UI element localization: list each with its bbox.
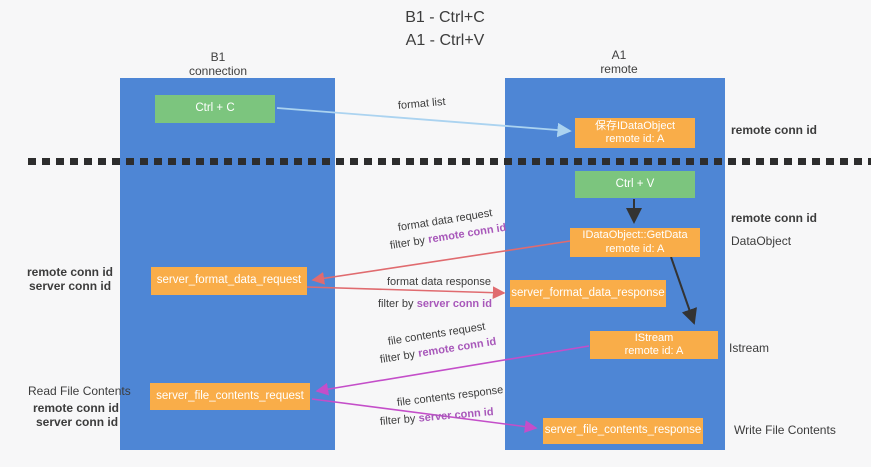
dataobject-label: DataObject: [731, 234, 792, 248]
istream-side-label: Istream: [729, 341, 770, 355]
server-format-data-request-label: server_format_data_request: [156, 274, 302, 287]
server-format-data-request-box: server_format_data_request: [151, 267, 307, 295]
server-file-contents-response-box: server_file_contents_response: [543, 418, 703, 444]
lane-a1-subtitle: remote: [600, 61, 638, 76]
lane-header-b1: B1 connection: [128, 50, 308, 79]
left-server-conn-id-1: server conn id: [29, 279, 112, 293]
istream-box: IStream remote id: A: [590, 331, 718, 359]
ctrl-v-label: Ctrl + V: [615, 177, 655, 190]
filter-by-text: filter by: [379, 348, 416, 366]
file-contents-response-label: file contents response: [396, 384, 504, 409]
save-idataobject-line1: 保存IDataObject: [594, 119, 676, 132]
server-conn-id-text: server conn id: [418, 406, 495, 425]
getdata-line2: remote id: A: [605, 242, 665, 255]
format-list-label: format list: [397, 95, 447, 112]
right-remote-conn-id-1: remote conn id: [731, 123, 818, 137]
ctrl-c-label: Ctrl + C: [195, 102, 235, 115]
title-line-2: A1 - Ctrl+V: [405, 32, 485, 50]
write-file-contents-label: Write File Contents: [734, 423, 836, 437]
format-data-response-label: format data response: [387, 276, 491, 288]
server-format-data-response-label: server_format_data_response: [511, 286, 665, 299]
filter-by-text: filter by: [378, 298, 414, 310]
istream-line2: remote id: A: [624, 345, 684, 357]
lane-b1-name: B1: [210, 50, 226, 64]
title-line-1: B1 - Ctrl+C: [405, 9, 485, 26]
server-file-contents-response-label: server_file_contents_response: [544, 424, 702, 437]
istream-line1: IStream: [634, 331, 674, 344]
left-remote-conn-id-2: remote conn id: [33, 401, 120, 415]
lane-b1-subtitle: connection: [188, 63, 248, 78]
filter-by-text: filter by: [379, 412, 416, 428]
save-idataobject-line2: remote id: A: [605, 133, 665, 145]
ctrl-v-box: Ctrl + V: [575, 171, 695, 198]
server-file-contents-request-label: server_file_contents_request: [156, 389, 304, 402]
lane-a1-name: A1: [611, 48, 627, 62]
server-format-data-response-box: server_format_data_response: [510, 280, 666, 307]
read-file-contents-label: Read File Contents: [28, 384, 131, 398]
left-remote-conn-id-1: remote conn id: [27, 265, 114, 279]
server-conn-id-text: server conn id: [416, 298, 492, 310]
getdata-line1: IDataObject::GetData: [582, 229, 688, 242]
boundary-dashed-line: [28, 158, 871, 165]
server-file-contents-request-box: server_file_contents_request: [150, 383, 310, 410]
save-idataobject-box: 保存IDataObject remote id: A: [575, 118, 695, 148]
left-server-conn-id-2: server conn id: [36, 415, 119, 429]
right-remote-conn-id-2: remote conn id: [731, 211, 818, 225]
diagram-title: B1 - Ctrl+C A1 - Ctrl+V: [300, 6, 590, 52]
lane-header-a1: A1 remote: [529, 48, 709, 77]
getdata-box: IDataObject::GetData remote id: A: [570, 228, 700, 257]
filter-by-text: filter by: [389, 234, 426, 252]
ctrl-c-box: Ctrl + C: [155, 95, 275, 123]
